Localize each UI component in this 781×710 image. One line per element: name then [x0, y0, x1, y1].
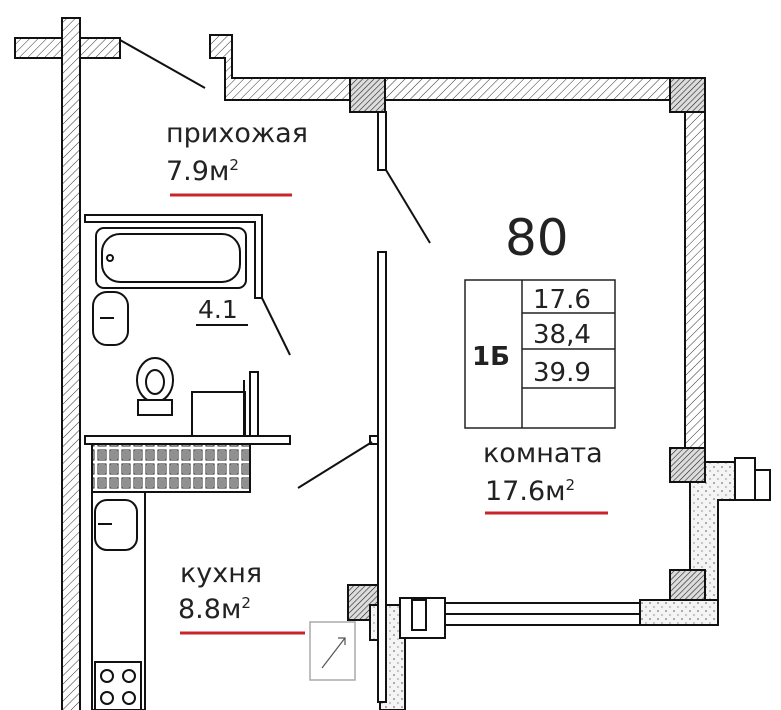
stove [94, 661, 142, 710]
kitchen-sink [94, 499, 138, 551]
room-label: комната 17.6м2 [483, 438, 608, 515]
total-area: 38,4 [533, 320, 591, 350]
room-area: 8.8м2 [178, 594, 251, 625]
room-area: 17.6м2 [485, 476, 575, 507]
info-table: 1Б 17.6 38,4 39.9 [464, 279, 616, 429]
room-name: комната [483, 438, 603, 469]
vent-arrow-icon [309, 621, 356, 681]
column [349, 77, 386, 113]
apartment-type: 1Б [472, 342, 510, 372]
column [669, 77, 706, 113]
fixtures [91, 227, 356, 710]
apartment-number: 80 [505, 209, 569, 267]
vent-shaft [91, 443, 251, 493]
bathroom-label: 4.1 [196, 295, 248, 326]
room-area: 4.1 [198, 295, 238, 324]
column [669, 569, 706, 601]
washing-machine [191, 391, 246, 437]
walls [14, 17, 771, 710]
gross-area: 39.9 [533, 358, 591, 388]
kitchen-label: кухня 8.8м2 [178, 558, 305, 635]
column [669, 447, 706, 483]
hall-label: прихожая 7.9м2 [166, 118, 308, 197]
living-area: 17.6 [533, 285, 591, 315]
room-area: 7.9м2 [166, 156, 239, 187]
room-name: прихожая [166, 118, 308, 149]
room-name: кухня [180, 558, 262, 589]
door-swings [119, 39, 431, 489]
